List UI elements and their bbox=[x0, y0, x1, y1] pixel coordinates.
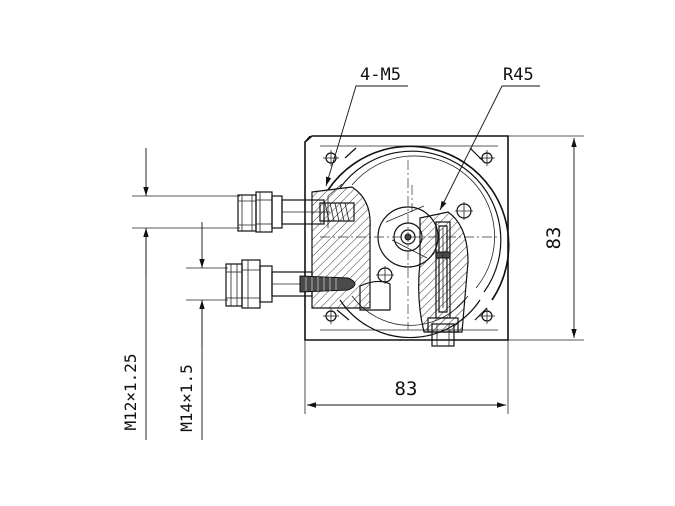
leader-4-m5 bbox=[325, 85, 408, 187]
dimension-m14 bbox=[186, 222, 228, 440]
pump-housing bbox=[327, 145, 510, 339]
dimension-height bbox=[508, 135, 584, 341]
label-r45: R45 bbox=[503, 65, 534, 85]
mounting-hole-bottom-left bbox=[323, 308, 339, 324]
label-width-83: 83 bbox=[395, 378, 418, 400]
dimension-m12 bbox=[132, 148, 240, 440]
fitting-lower bbox=[225, 259, 356, 309]
fitting-upper bbox=[237, 183, 355, 233]
mounting-holes bbox=[323, 150, 495, 324]
mounting-hole-top-right bbox=[479, 150, 495, 166]
label-4-m5: 4-M5 bbox=[360, 65, 401, 85]
label-height-83: 83 bbox=[543, 227, 565, 250]
label-m12: M12×1.25 bbox=[121, 353, 140, 430]
leader-r45 bbox=[439, 85, 540, 211]
mounting-hole-bottom-right bbox=[479, 308, 495, 324]
section-block-right bbox=[418, 211, 469, 347]
mounting-hole-top-left bbox=[323, 150, 339, 166]
label-m14: M14×1.5 bbox=[177, 364, 196, 431]
dimension-width bbox=[304, 340, 509, 414]
